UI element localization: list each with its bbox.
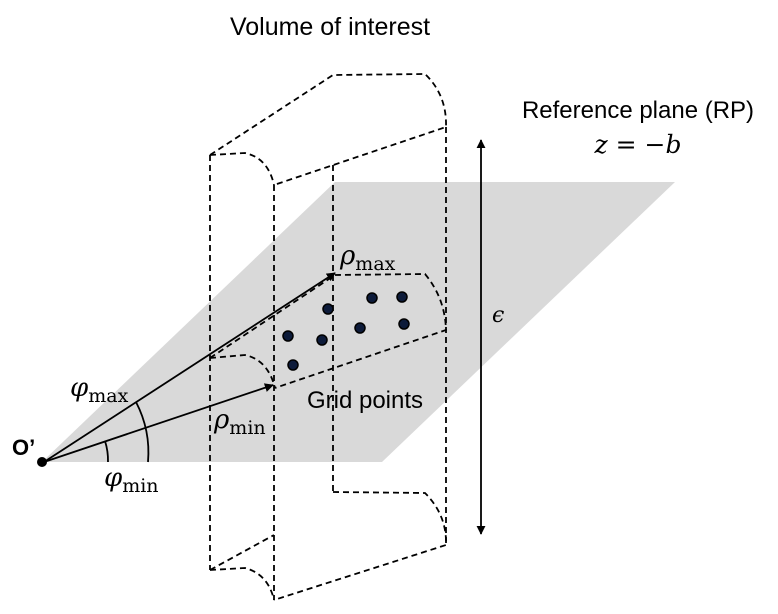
phi-max-arc [135, 401, 150, 463]
origin-label: O’ [12, 435, 35, 460]
epsilon-label: ϵ [492, 303, 504, 328]
grid-point [316, 334, 328, 346]
volume-bottom-left-edge [209, 534, 275, 571]
grid-point [396, 291, 408, 303]
grid-point [366, 292, 378, 304]
reference-plane [42, 182, 675, 462]
reference-plane-equation: z = −b [594, 130, 682, 159]
grid-region-outline [209, 273, 447, 389]
rho-min-arrow [43, 383, 274, 463]
rho-min-label: ρmin [213, 405, 266, 439]
diagram-title: Volume of interest [230, 13, 430, 41]
volume-bottom-inner-curve [209, 567, 275, 601]
grid-point [287, 359, 299, 371]
reference-plane-label: Reference plane (RP) [522, 97, 754, 124]
phi-min-label: φmin [104, 463, 159, 497]
volume-top-inner-curve [209, 152, 275, 186]
rho-max-arrow [43, 272, 336, 463]
grid-points-label: Grid points [307, 387, 423, 414]
grid-points [282, 291, 410, 371]
rho-max-label: ρmax [339, 241, 396, 275]
grid-point [398, 318, 410, 330]
phi-min-arc [104, 440, 109, 463]
grid-point [354, 322, 366, 334]
volume-top-outer-edge [209, 73, 447, 186]
grid-point [322, 303, 334, 315]
grid-point [282, 330, 294, 342]
origin-point [37, 457, 47, 467]
grid-region-inner-curve [209, 354, 276, 389]
phi-max-label: φmax [70, 373, 129, 407]
volume-bottom-outer-edge [273, 491, 447, 601]
